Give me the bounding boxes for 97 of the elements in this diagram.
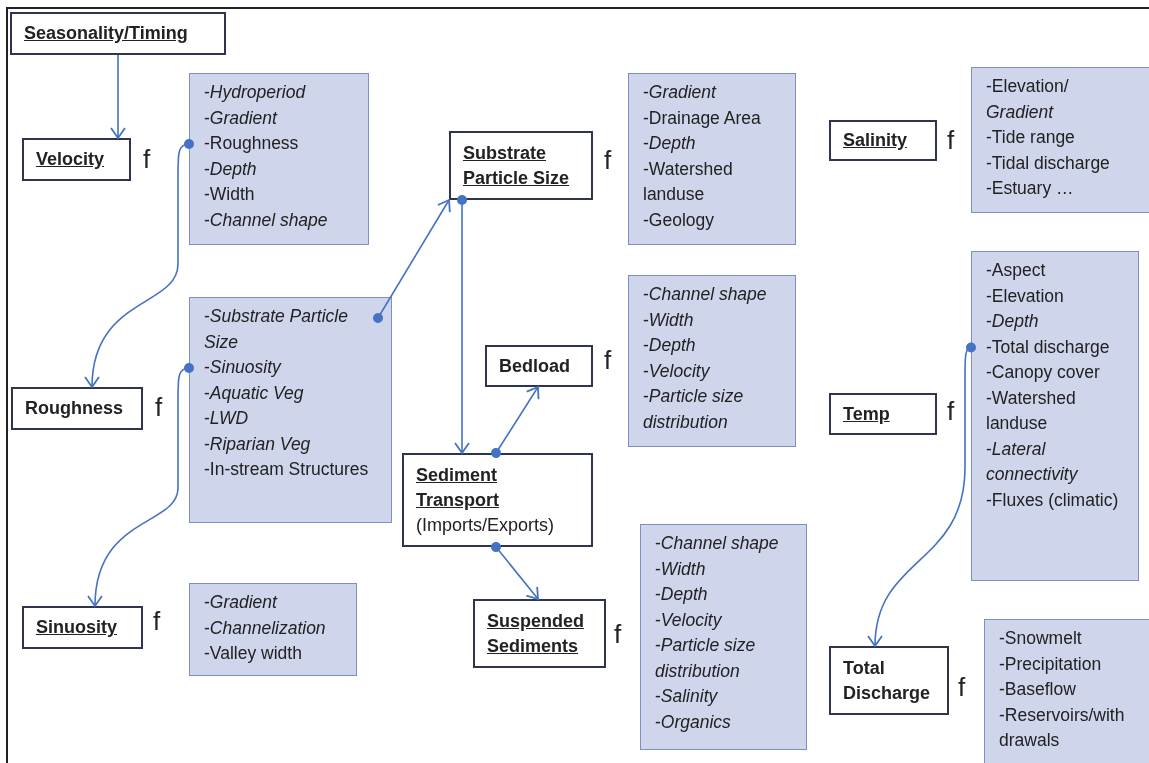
list-item: -Valley width xyxy=(204,642,303,665)
arrow xyxy=(868,342,976,647)
list-item: -Particle size distribution xyxy=(643,385,745,434)
function-symbol: f xyxy=(604,145,612,175)
arrow xyxy=(87,363,194,607)
factor-box xyxy=(10,12,226,55)
list-item: -Precipitation xyxy=(999,652,1103,676)
list-item: -Snowmelt xyxy=(999,627,1083,650)
arrow xyxy=(454,195,470,454)
list-item: -Channel shape xyxy=(655,532,780,555)
factor-box xyxy=(485,345,593,387)
factor-box xyxy=(22,138,131,181)
list-item: -Watershed landuse xyxy=(986,386,1077,435)
factor-box xyxy=(473,599,606,668)
list-item: -Organics xyxy=(655,710,732,734)
factor-list-box xyxy=(628,275,796,447)
list-item: -Reservoirs/with drawals xyxy=(999,703,1126,752)
box-title: Velocity xyxy=(36,148,106,171)
list-item: -Fluxes (climatic) xyxy=(986,488,1120,512)
box-title: Roughness xyxy=(25,397,124,420)
list-item: -Velocity xyxy=(643,359,711,383)
list-item: -Total discharge xyxy=(986,335,1111,359)
list-item: -Channel shape xyxy=(204,208,329,232)
factor-box xyxy=(829,393,937,435)
list-item: -Lateral connectivity xyxy=(986,437,1079,486)
box-title: Sinuosity xyxy=(36,616,118,639)
list-item: -Tide range xyxy=(986,126,1076,149)
list-item: -Depth xyxy=(986,310,1040,333)
arrow xyxy=(84,139,194,388)
list-item: -Tidal discharge xyxy=(986,151,1111,175)
function-symbol: f xyxy=(153,606,161,636)
list-item: -Width xyxy=(643,308,695,332)
list-item: -Riparian Veg xyxy=(204,432,312,456)
box-title: Total Discharge xyxy=(843,656,932,705)
list-item: -Substrate Particle Size xyxy=(204,305,349,354)
list-item: -In-stream Structures xyxy=(204,458,370,481)
list-item: -Width xyxy=(204,183,256,206)
list-item: -LWD xyxy=(204,407,250,430)
factor-box xyxy=(829,120,937,161)
list-item: -Geology xyxy=(643,208,715,232)
arrow xyxy=(110,54,126,139)
box-title: Salinity xyxy=(843,129,909,152)
list-item: -Baseflow xyxy=(999,678,1077,701)
factor-list-box xyxy=(640,524,807,750)
function-symbol: f xyxy=(958,672,966,702)
factor-list-box xyxy=(984,619,1149,763)
list-item: -Elevation/ Gradient xyxy=(986,75,1070,124)
list-item: -Depth xyxy=(643,132,697,155)
factor-list-box xyxy=(971,67,1149,213)
list-item: -Elevation xyxy=(986,284,1065,308)
list-item: -Gradient xyxy=(204,591,279,614)
list-item: -Particle size distribution xyxy=(655,634,757,683)
box-title: Seasonality/Timing xyxy=(24,22,189,45)
factor-box xyxy=(829,646,949,715)
box-title: Sediment Transport xyxy=(416,463,500,512)
box-title: Bedload xyxy=(499,354,571,378)
list-item: -Canopy cover xyxy=(986,361,1101,384)
list-item: -Aspect xyxy=(986,259,1047,282)
arrow xyxy=(491,542,539,600)
list-item: -Gradient xyxy=(204,106,279,130)
arrow xyxy=(491,386,540,458)
box-subtitle: (Imports/Exports) xyxy=(416,513,556,537)
function-symbol: f xyxy=(143,144,151,174)
list-item: -Channel shape xyxy=(643,283,768,306)
factor-list-box xyxy=(189,583,357,676)
factor-box xyxy=(402,453,593,547)
list-item: -Velocity xyxy=(655,608,723,632)
box-title: Suspended Sediments xyxy=(487,609,585,658)
factor-list-box xyxy=(971,251,1139,581)
list-item: -Estuary … xyxy=(986,177,1075,200)
list-item: -Depth xyxy=(655,583,709,606)
list-item: -Hydroperiod xyxy=(204,81,307,104)
box-title: Temp xyxy=(843,402,891,426)
list-item: -Roughness xyxy=(204,132,300,155)
function-symbol: f xyxy=(155,392,163,422)
factor-box xyxy=(449,131,593,200)
list-item: -Drainage Area xyxy=(643,106,762,130)
list-item: -Channelization xyxy=(204,616,327,640)
list-item: -Depth xyxy=(204,157,258,181)
function-symbol: f xyxy=(604,345,612,375)
list-item: -Sinuosity xyxy=(204,356,283,379)
list-item: -Depth xyxy=(643,334,697,357)
list-item: -Watershed landuse xyxy=(643,157,734,206)
factor-box xyxy=(11,387,143,430)
factor-list-box xyxy=(189,73,369,245)
list-item: -Salinity xyxy=(655,685,719,708)
factor-list-box xyxy=(628,73,796,245)
list-item: -Width xyxy=(655,557,707,581)
list-item: -Gradient xyxy=(643,81,718,104)
arrow xyxy=(373,199,451,323)
function-symbol: f xyxy=(947,396,955,426)
list-item: -Aquatic Veg xyxy=(204,381,305,405)
factor-list-box xyxy=(189,297,392,523)
box-title: Substrate Particle Size xyxy=(463,141,571,190)
function-symbol: f xyxy=(614,619,622,649)
factor-box xyxy=(22,606,143,649)
function-symbol: f xyxy=(947,125,955,155)
